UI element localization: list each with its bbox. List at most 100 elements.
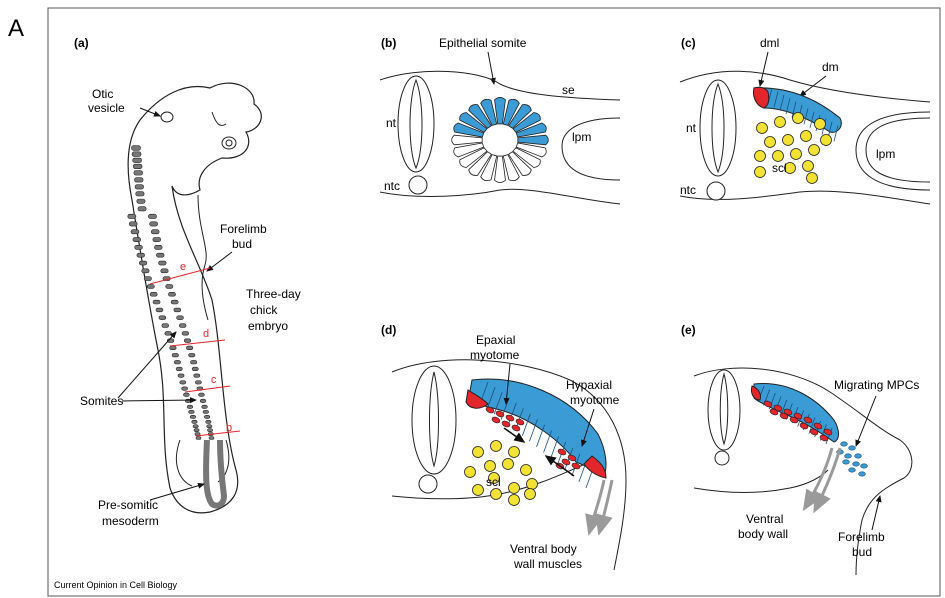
somite bbox=[128, 214, 136, 218]
ventral-line-e bbox=[694, 470, 828, 493]
forelimb-arrow-e bbox=[872, 496, 880, 530]
eye-lens bbox=[226, 140, 232, 146]
figure-frame bbox=[48, 8, 940, 596]
credit-text: Current Opinion in Cell Biology bbox=[54, 580, 178, 590]
somite bbox=[135, 178, 144, 182]
panel-d: (d) Epaxialmyotome Hypaxialmyotome scl V… bbox=[381, 323, 626, 571]
notochord-c bbox=[707, 182, 725, 200]
scl-cell bbox=[807, 173, 818, 184]
scl-cell bbox=[821, 135, 832, 146]
somite bbox=[191, 360, 197, 364]
somite bbox=[147, 285, 154, 289]
somite bbox=[154, 245, 162, 249]
lpm-label-b: lpm bbox=[572, 130, 591, 144]
somite bbox=[132, 152, 141, 157]
scl-cell bbox=[773, 151, 784, 162]
somite bbox=[177, 316, 184, 320]
scl-cell bbox=[503, 459, 514, 470]
somite bbox=[189, 353, 195, 357]
mpc-cell bbox=[859, 472, 866, 476]
sclerotome-c bbox=[755, 113, 832, 184]
somites-label: Somites bbox=[80, 394, 123, 408]
scl-cell bbox=[509, 495, 520, 506]
scl-cell bbox=[491, 489, 502, 500]
ventral-label-e: Ventralbody wall bbox=[738, 512, 788, 541]
mpc-cell bbox=[861, 464, 868, 468]
se-label: se bbox=[562, 83, 575, 97]
psm-arrow bbox=[150, 484, 204, 500]
somite bbox=[178, 374, 184, 377]
myotome-cell bbox=[491, 416, 501, 424]
panel-b: (b) Epithelial somite nt se lpm ntc bbox=[380, 36, 620, 204]
scl-cell bbox=[775, 117, 786, 128]
somite bbox=[194, 429, 199, 432]
presomitic-mesoderm-shape bbox=[206, 440, 224, 506]
somite bbox=[206, 420, 211, 423]
somite bbox=[134, 171, 143, 175]
somite bbox=[133, 158, 142, 163]
level-e: e bbox=[180, 261, 186, 273]
somite bbox=[150, 292, 157, 296]
scl-cell bbox=[809, 145, 820, 156]
ntc-label-c: ntc bbox=[680, 183, 696, 197]
somite bbox=[172, 353, 178, 357]
somite-cell bbox=[495, 156, 506, 182]
level-b: b bbox=[226, 422, 232, 434]
somite bbox=[129, 222, 137, 226]
somite bbox=[153, 300, 160, 304]
panel-letter: A bbox=[8, 15, 24, 42]
somite-cell bbox=[495, 97, 506, 123]
lpm-b bbox=[562, 118, 620, 180]
somite bbox=[209, 437, 214, 440]
somite bbox=[184, 339, 191, 343]
otic-label: Oticvesicle bbox=[88, 87, 125, 115]
forelimb-arrow-a bbox=[207, 252, 232, 271]
somite bbox=[159, 261, 167, 265]
epithelial-somite-label: Epithelial somite bbox=[439, 36, 527, 50]
ventral-label-d: Ventral bodywall muscles bbox=[510, 542, 582, 571]
somite bbox=[133, 238, 141, 242]
somite bbox=[135, 245, 143, 249]
embryo-outline bbox=[128, 83, 261, 513]
lpm-label-c: lpm bbox=[876, 147, 895, 161]
somite bbox=[202, 405, 208, 408]
scl-cell bbox=[803, 161, 814, 172]
dml-lip-c bbox=[753, 87, 768, 108]
somite bbox=[187, 405, 193, 408]
panel-d-label: (d) bbox=[381, 323, 396, 337]
migrating-mpcs bbox=[837, 442, 868, 476]
mpc-cell bbox=[849, 446, 856, 450]
somite bbox=[183, 393, 189, 396]
somite bbox=[193, 425, 198, 428]
tail-fold-left bbox=[176, 440, 192, 486]
somite bbox=[133, 164, 142, 168]
neural-tube-d bbox=[412, 366, 456, 474]
scl-cell bbox=[791, 149, 802, 160]
scl-label-c: scl bbox=[772, 161, 787, 175]
somite bbox=[200, 399, 206, 402]
somite bbox=[194, 374, 200, 377]
somite bbox=[174, 360, 180, 364]
otic-vesicle bbox=[161, 112, 173, 122]
scl-cell bbox=[521, 465, 532, 476]
scl-label-d: scl bbox=[486, 475, 501, 489]
mpc-cell bbox=[853, 462, 860, 466]
somite bbox=[196, 437, 201, 440]
somite bbox=[165, 332, 172, 336]
somite bbox=[207, 429, 212, 432]
level-c: c bbox=[211, 374, 217, 386]
dml-arrow bbox=[760, 52, 768, 86]
panel-a-label: (a) bbox=[74, 36, 89, 50]
scl-cell bbox=[509, 483, 520, 494]
panel-c: (c) dml dm nt scl lpm ntc bbox=[680, 36, 930, 204]
somite bbox=[161, 269, 168, 273]
somite-cell bbox=[518, 135, 548, 145]
somite bbox=[162, 324, 169, 328]
somite bbox=[204, 415, 209, 418]
somite bbox=[151, 230, 159, 234]
somite bbox=[207, 425, 212, 428]
ntc-label-b: ntc bbox=[384, 179, 400, 193]
somite bbox=[199, 393, 205, 396]
